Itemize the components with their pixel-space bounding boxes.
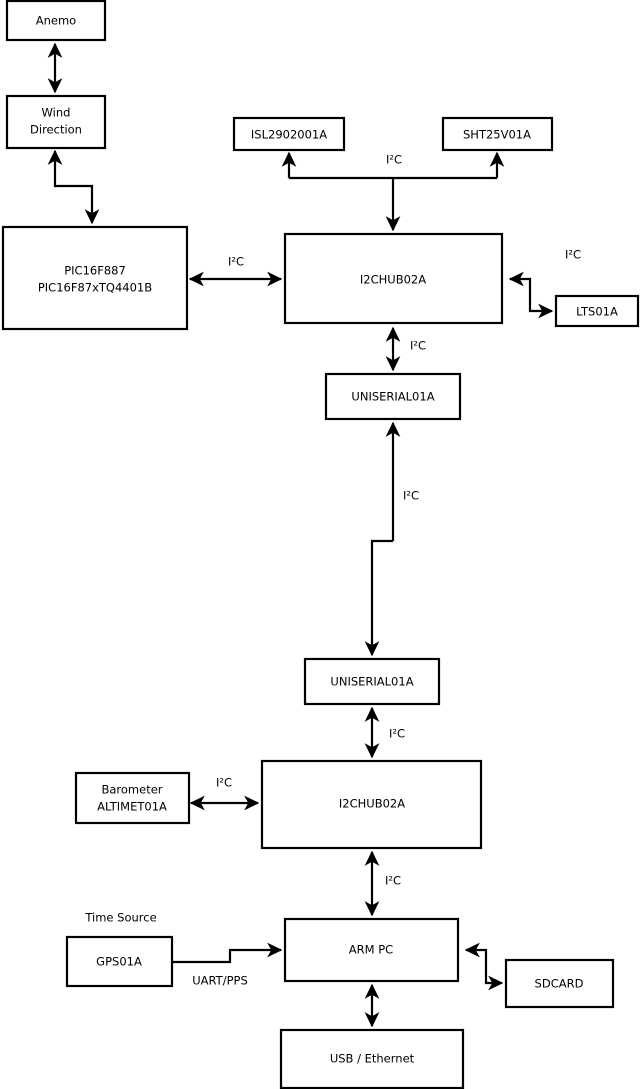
edge-label-i2c-uniserial-link: I²C xyxy=(403,489,419,503)
node-wind-direction-label-line2: Direction xyxy=(30,123,82,137)
free-label-time-source: Time Source xyxy=(84,911,156,925)
edge-label-uart-pps: UART/PPS xyxy=(192,974,248,988)
node-sdcard-box xyxy=(504,958,615,1009)
connector-wind-pic xyxy=(47,149,100,225)
edge-label-i2c-hub2-armpc: I²C xyxy=(385,874,401,888)
node-uniserial01a-bottom-box xyxy=(303,657,441,706)
node-barometer-label-line1: Barometer xyxy=(101,783,162,797)
node-sht25v01a-label: SHT25V01A xyxy=(463,128,531,142)
node-barometer[interactable]: Barometer ALTIMET01A xyxy=(74,771,191,825)
edge-label-i2c-pic-hub: I²C xyxy=(228,255,244,269)
node-pic[interactable]: PIC16F887 PIC16F87xTQ4401B xyxy=(1,225,189,331)
edge-label-i2c-sensor-bus: I²C xyxy=(386,153,402,167)
node-isl2902001a-box xyxy=(232,116,346,152)
node-gps01a[interactable]: GPS01A xyxy=(65,935,174,988)
node-pic-label-line2: PIC16F87xTQ4401B xyxy=(38,281,152,295)
node-usb-ethernet-box xyxy=(279,1028,465,1089)
node-i2chub02a-bottom[interactable]: I2CHUB02A xyxy=(260,759,483,850)
node-barometer-label-line2: ALTIMET01A xyxy=(97,800,167,814)
node-sht25v01a[interactable]: SHT25V01A xyxy=(441,116,554,152)
node-gps01a-label: GPS01A xyxy=(96,955,142,969)
node-i2chub02a-bottom-box xyxy=(260,759,483,850)
node-isl2902001a-label: ISL2902001A xyxy=(251,128,327,142)
node-i2chub02a-top-box xyxy=(283,232,504,325)
node-arm-pc[interactable]: ARM PC xyxy=(283,917,460,983)
node-anemo-box xyxy=(5,0,107,42)
node-usb-ethernet-label: USB / Ethernet xyxy=(330,1052,415,1066)
node-sdcard[interactable]: SDCARD xyxy=(504,958,615,1009)
edge-label-i2c-uniserial-hub2: I²C xyxy=(389,727,405,741)
node-i2chub02a-top-label: I2CHUB02A xyxy=(360,273,426,287)
node-anemo[interactable]: Anemo xyxy=(5,0,107,42)
node-sdcard-label: SDCARD xyxy=(535,977,584,991)
node-barometer-box xyxy=(74,771,191,825)
node-uniserial01a-top[interactable]: UNISERIAL01A xyxy=(324,372,462,421)
node-arm-pc-label: ARM PC xyxy=(349,943,393,957)
node-i2chub02a-bottom-label: I2CHUB02A xyxy=(339,797,405,811)
node-anemo-label: Anemo xyxy=(36,14,76,28)
node-isl2902001a[interactable]: ISL2902001A xyxy=(232,116,346,152)
node-wind-direction-box xyxy=(5,94,107,150)
node-uniserial01a-top-box xyxy=(324,372,462,421)
node-lts01a[interactable]: LTS01A xyxy=(554,294,640,328)
node-wind-direction-label-line1: Wind xyxy=(42,106,71,120)
node-sht25v01a-box xyxy=(441,116,554,152)
node-usb-ethernet[interactable]: USB / Ethernet xyxy=(279,1028,465,1089)
node-lts01a-box xyxy=(554,294,640,328)
edge-label-i2c-baro-hub2: I²C xyxy=(216,776,232,790)
node-pic-box xyxy=(1,225,189,331)
node-i2chub02a-top[interactable]: I2CHUB02A xyxy=(283,232,504,325)
node-lts01a-label: LTS01A xyxy=(576,305,618,319)
node-gps01a-box xyxy=(65,935,174,988)
node-uniserial01a-bottom-label: UNISERIAL01A xyxy=(330,675,413,689)
node-uniserial01a-bottom[interactable]: UNISERIAL01A xyxy=(303,657,441,706)
node-wind-direction[interactable]: Wind Direction xyxy=(5,94,107,150)
node-pic-label-line1: PIC16F887 xyxy=(64,264,126,278)
connector-uniserial-link-step xyxy=(364,539,393,657)
edge-label-i2c-hub-uniserial: I²C xyxy=(410,339,426,353)
connector-hubtop-lts xyxy=(508,271,554,319)
edge-label-i2c-hub-lts: I²C xyxy=(565,248,581,262)
connector-armpc-sdcard xyxy=(464,942,504,991)
connector-gps-armpc xyxy=(172,942,283,964)
node-arm-pc-box xyxy=(283,917,460,983)
node-uniserial01a-top-label: UNISERIAL01A xyxy=(351,390,434,404)
